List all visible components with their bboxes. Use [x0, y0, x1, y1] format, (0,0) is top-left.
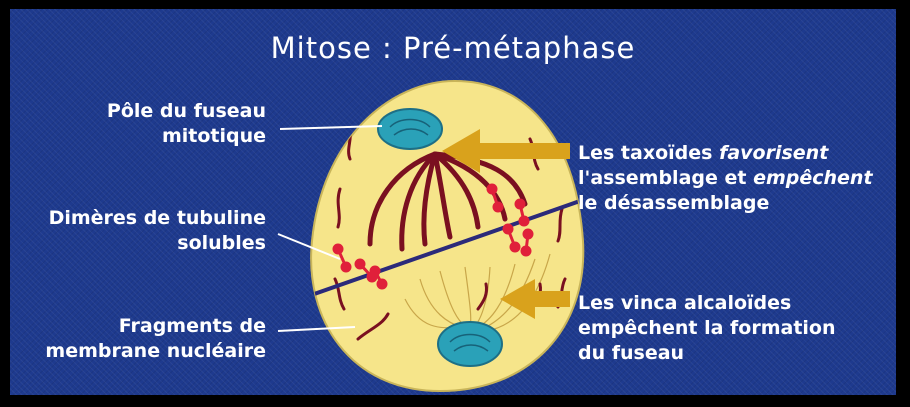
vinca-note: Les vinca alcaloïdes empêchent la format… [578, 291, 836, 366]
spindle-pole-lower [438, 322, 502, 366]
dimer-label-line2: solubles [49, 231, 266, 256]
taxoides-line2: l'assemblage et empêchent [578, 166, 873, 191]
pole-label: Pôle du fuseau mitotique [107, 99, 266, 149]
vinca-line1: Les vinca alcaloïdes [578, 291, 836, 316]
page-title: Mitose : Pré-métaphase [10, 31, 896, 65]
pole-label-line2: mitotique [107, 124, 266, 149]
taxoides-line3: le désassemblage [578, 191, 873, 216]
spindle-pole-upper [378, 109, 442, 149]
vinca-line3: du fuseau [578, 341, 836, 366]
fragment-label: Fragments de membrane nucléaire [45, 314, 266, 364]
taxoides-note: Les taxoïdes favorisent l'assemblage et … [578, 141, 873, 216]
taxoides-line1: Les taxoïdes favorisent [578, 141, 873, 166]
dimer-label-line1: Dimères de tubuline [49, 206, 266, 231]
fragment-label-line2: membrane nucléaire [45, 339, 266, 364]
pole-label-line1: Pôle du fuseau [107, 99, 266, 124]
fragment-label-line1: Fragments de [45, 314, 266, 339]
dimer-label: Dimères de tubuline solubles [49, 206, 266, 256]
diagram-panel: Mitose : Pré-métaphase Pôle du fuseau mi… [10, 9, 896, 395]
vinca-line2: empêchent la formation [578, 316, 836, 341]
